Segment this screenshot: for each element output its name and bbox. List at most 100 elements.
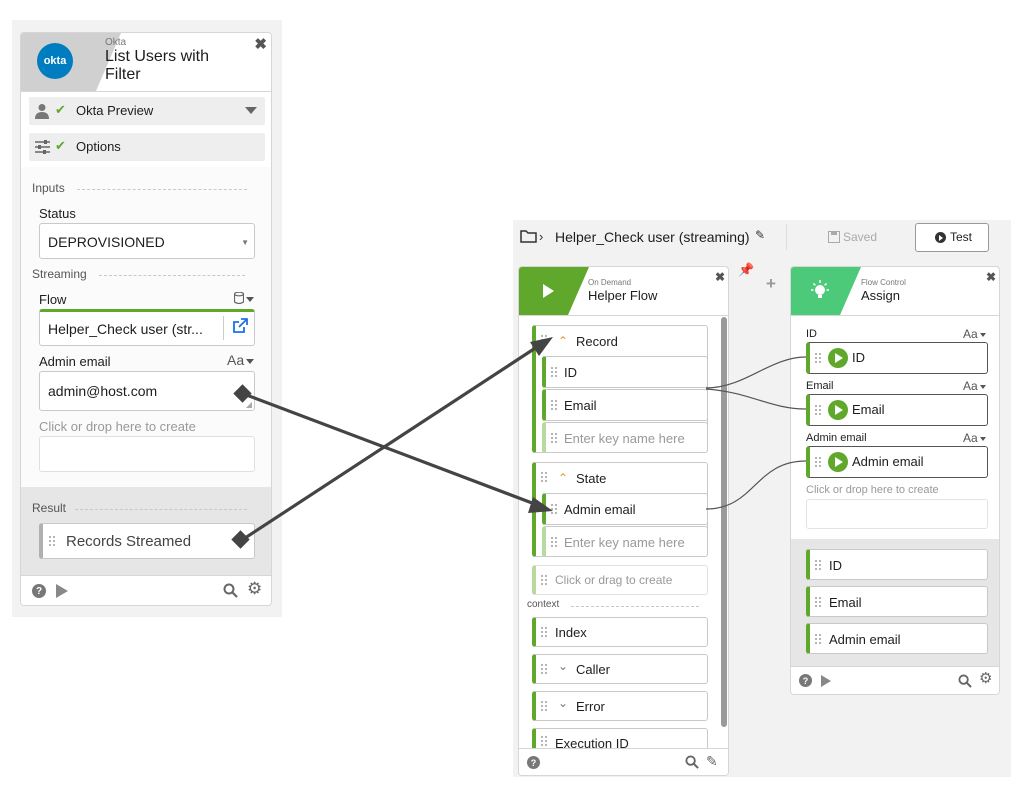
drag-handle-icon[interactable] xyxy=(540,574,547,586)
admin-email-input[interactable]: admin@host.com ◢ xyxy=(39,371,255,411)
chevron-up-icon[interactable]: ⌃ xyxy=(558,334,569,348)
pencil-icon[interactable]: ✎ xyxy=(755,228,766,242)
drag-handle-icon[interactable] xyxy=(550,432,557,444)
output-label: Email xyxy=(829,595,862,610)
drag-handle-icon[interactable] xyxy=(540,663,547,675)
type-selector[interactable]: Aa xyxy=(227,352,255,368)
close-icon[interactable]: ✖ xyxy=(985,270,996,284)
assign-input-email[interactable]: Email xyxy=(806,394,988,426)
search-icon[interactable] xyxy=(685,755,699,769)
external-link-icon[interactable] xyxy=(232,318,248,334)
drag-handle-icon[interactable] xyxy=(540,334,547,346)
assign-input-admin-email[interactable]: Admin email xyxy=(806,446,988,478)
drag-handle-icon[interactable] xyxy=(550,366,557,378)
drag-handle-icon[interactable] xyxy=(540,700,547,712)
chevron-down-icon[interactable] xyxy=(246,297,254,302)
create-drop-zone[interactable]: Click or drag to create xyxy=(532,565,708,595)
okta-app-name: Okta xyxy=(105,37,127,48)
play-icon xyxy=(543,284,554,298)
chevron-down-icon[interactable] xyxy=(245,107,257,114)
options-row[interactable]: ✔ Options xyxy=(29,133,265,161)
drag-handle-icon[interactable] xyxy=(48,535,55,547)
folder-icon[interactable] xyxy=(520,229,537,243)
pencil-icon[interactable]: ✎ xyxy=(706,753,718,769)
admin-email-value: admin@host.com xyxy=(48,383,158,399)
scrollbar[interactable] xyxy=(721,317,727,727)
help-icon[interactable]: ? xyxy=(527,756,540,769)
context-item-caller[interactable]: ⌄ Caller xyxy=(532,654,708,684)
drag-handle-icon[interactable] xyxy=(550,399,557,411)
connection-selector[interactable]: ✔ Okta Preview xyxy=(29,97,265,125)
close-icon[interactable]: ✖ xyxy=(714,270,725,284)
drag-handle-icon[interactable] xyxy=(814,633,821,645)
record-new-key-input[interactable]: Enter key name here xyxy=(542,422,708,453)
helper-title: Helper Flow xyxy=(588,288,658,303)
create-hint: Click or drag to create xyxy=(555,573,673,587)
status-select[interactable]: DEPROVISIONED ▼ xyxy=(39,223,255,259)
drag-handle-icon[interactable] xyxy=(540,626,547,638)
play-icon[interactable] xyxy=(821,675,831,687)
assign-output-admin-email[interactable]: Admin email xyxy=(806,623,988,654)
pin-icon[interactable]: 📌 xyxy=(738,262,755,277)
assign-output-id[interactable]: ID xyxy=(806,549,988,580)
chevron-down-icon[interactable]: ⌄ xyxy=(558,696,569,710)
input-label: Email xyxy=(806,380,834,392)
assign-input-id[interactable]: ID xyxy=(806,342,988,374)
okta-card-footer: ? ⚙ xyxy=(21,575,271,605)
resize-handle-icon[interactable]: ◢ xyxy=(245,400,252,409)
create-drop-zone[interactable] xyxy=(39,436,255,472)
streaming-divider xyxy=(99,275,245,276)
database-icon[interactable] xyxy=(234,292,244,304)
drag-handle-icon[interactable] xyxy=(550,503,557,515)
chevron-down-icon xyxy=(246,358,255,364)
drag-handle-icon[interactable] xyxy=(814,559,821,571)
record-field-email[interactable]: Email xyxy=(542,389,708,421)
records-streamed-field[interactable]: Records Streamed xyxy=(39,523,255,559)
close-icon[interactable]: ✖ xyxy=(254,36,267,53)
key-placeholder: Enter key name here xyxy=(564,535,685,550)
type-selector[interactable]: Aa xyxy=(963,327,986,341)
assign-header-divider xyxy=(791,315,999,316)
flow-field[interactable]: Helper_Check user (str... xyxy=(39,309,255,346)
chevron-down-icon xyxy=(979,332,986,337)
help-icon[interactable]: ? xyxy=(799,674,812,687)
context-label: context xyxy=(527,599,560,610)
gear-icon[interactable]: ⚙ xyxy=(247,579,263,598)
drag-handle-icon[interactable] xyxy=(540,471,547,483)
drag-handle-icon[interactable] xyxy=(814,404,821,416)
drag-handle-icon[interactable] xyxy=(814,456,821,468)
state-field-admin-email[interactable]: Admin email xyxy=(542,493,708,525)
add-icon[interactable]: + xyxy=(766,274,776,293)
drag-handle-icon[interactable] xyxy=(540,735,547,747)
state-label: State xyxy=(576,471,607,486)
play-circle-icon xyxy=(828,348,848,368)
helper-header-band xyxy=(519,267,589,315)
lightbulb-icon xyxy=(811,280,829,298)
context-item-execution-id[interactable]: Execution ID xyxy=(532,728,708,751)
input-value: Email xyxy=(852,402,885,417)
drag-handle-icon[interactable] xyxy=(814,352,821,364)
record-field-id[interactable]: ID xyxy=(542,356,708,388)
chevron-down-icon[interactable]: ⌄ xyxy=(558,659,569,673)
type-selector[interactable]: Aa xyxy=(963,379,986,393)
assign-output-email[interactable]: Email xyxy=(806,586,988,617)
drag-handle-icon[interactable] xyxy=(550,536,557,548)
chevron-up-icon[interactable]: ⌃ xyxy=(558,471,569,485)
gear-icon[interactable]: ⚙ xyxy=(979,670,993,687)
help-icon[interactable]: ? xyxy=(32,584,46,598)
context-item-error[interactable]: ⌄ Error xyxy=(532,691,708,721)
context-item-label: Execution ID xyxy=(555,736,629,751)
breadcrumb-flow-name[interactable]: Helper_Check user (streaming) xyxy=(555,229,750,245)
flow-label: Flow xyxy=(39,292,67,307)
context-item-index[interactable]: Index xyxy=(532,617,708,647)
drag-handle-icon[interactable] xyxy=(814,596,821,608)
search-icon[interactable] xyxy=(958,674,972,688)
search-icon[interactable] xyxy=(223,583,238,598)
create-drop-zone[interactable] xyxy=(806,499,988,529)
test-button[interactable]: Test xyxy=(915,223,989,252)
chevron-down-icon xyxy=(979,384,986,389)
play-icon[interactable] xyxy=(56,584,68,598)
saved-status: Saved xyxy=(843,230,878,244)
state-new-key-input[interactable]: Enter key name here xyxy=(542,526,708,557)
type-selector[interactable]: Aa xyxy=(963,431,986,445)
